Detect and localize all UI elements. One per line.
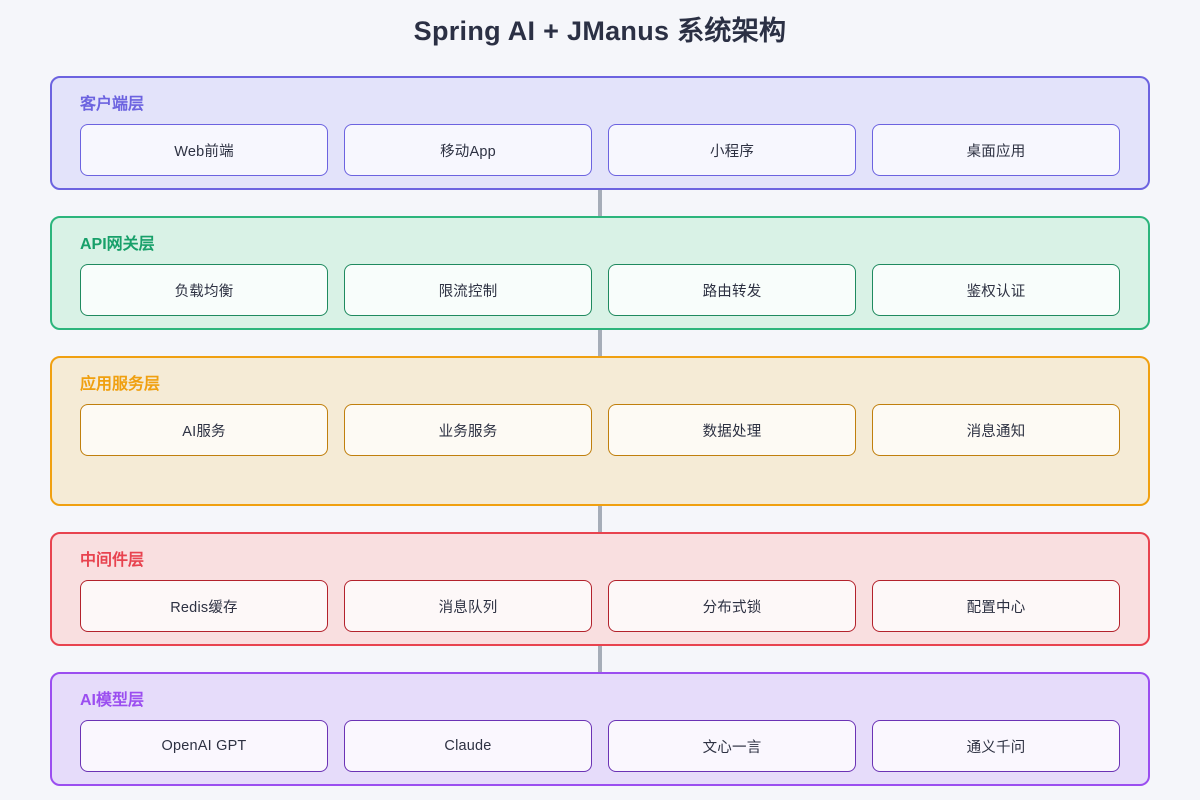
node-ai-model-3[interactable]: 通义千问 [872,720,1120,772]
layer-title-application-service: 应用服务层 [80,376,161,393]
node-application-service-1[interactable]: 业务服务 [344,404,592,456]
node-client-2[interactable]: 小程序 [608,124,856,176]
layer-title-ai-model: AI模型层 [80,692,145,709]
node-application-service-3[interactable]: 消息通知 [872,404,1120,456]
layer-client: 客户端层 Web前端移动App 小程序桌面应用 [50,76,1150,190]
node-api-gateway-2[interactable]: 路由转发 [608,264,856,316]
layer-nodes-client: Web前端移动App 小程序桌面应用 [80,124,1120,176]
layer-middleware: 中间件层 Redis缓存消息队列分布式锁配置中心 [50,532,1150,646]
node-api-gateway-0[interactable]: 负载均衡 [80,264,328,316]
node-middleware-2[interactable]: 分布式锁 [608,580,856,632]
layer-ai-model: AI模型层 OpenAI GPT Claude 文心一言通义千问 [50,672,1150,786]
layer-nodes-ai-model: OpenAI GPT Claude 文心一言通义千问 [80,720,1120,772]
layer-application-service: 应用服务层 AI服务业务服务数据处理消息通知 [50,356,1150,506]
node-ai-model-0[interactable]: OpenAI GPT [80,720,328,772]
layer-title-client: 客户端层 [80,96,145,113]
layer-api-gateway: API网关层负载均衡限流控制路由转发鉴权认证 [50,216,1150,330]
node-middleware-1[interactable]: 消息队列 [344,580,592,632]
node-ai-model-2[interactable]: 文心一言 [608,720,856,772]
layer-title-middleware: 中间件层 [80,552,145,569]
layer-nodes-api-gateway: 负载均衡限流控制路由转发鉴权认证 [80,264,1120,316]
layer-stack: 客户端层 Web前端移动App 小程序桌面应用 API网关层负载均衡限流控制路由转发鉴… [50,76,1150,786]
node-ai-model-1[interactable]: Claude [344,720,592,772]
node-application-service-0[interactable]: AI服务 [80,404,328,456]
node-client-3[interactable]: 桌面应用 [872,124,1120,176]
node-middleware-0[interactable]: Redis缓存 [80,580,328,632]
node-api-gateway-3[interactable]: 鉴权认证 [872,264,1120,316]
node-application-service-2[interactable]: 数据处理 [608,404,856,456]
layer-nodes-middleware: Redis缓存消息队列分布式锁配置中心 [80,580,1120,632]
layer-nodes-application-service: AI服务业务服务数据处理消息通知 [80,404,1120,456]
node-api-gateway-1[interactable]: 限流控制 [344,264,592,316]
node-middleware-3[interactable]: 配置中心 [872,580,1120,632]
node-client-0[interactable]: Web前端 [80,124,328,176]
node-client-1[interactable]: 移动App [344,124,592,176]
page-title: Spring AI + JManus 系统架构 [413,16,787,46]
layer-title-api-gateway: API网关层 [80,236,155,253]
